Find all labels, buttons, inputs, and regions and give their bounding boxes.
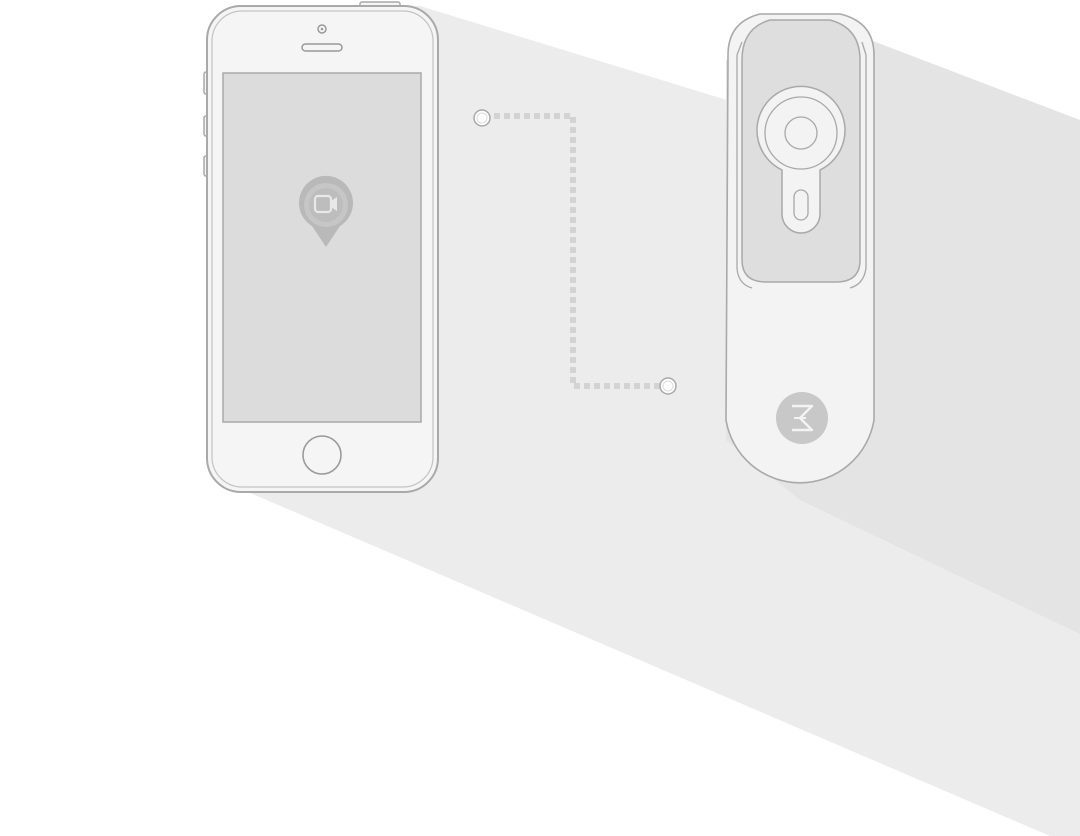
- smart-camera-device: [725, 13, 875, 484]
- phone-body-inner-rim: [211, 10, 434, 488]
- phone-front-camera-lens: [320, 27, 324, 31]
- device-right-clip: [849, 41, 867, 289]
- phone-home-button: [302, 435, 342, 475]
- phone-screen: [222, 72, 422, 423]
- device-left-clip: [736, 41, 753, 289]
- phone-earpiece: [301, 43, 343, 52]
- device-lens: [784, 116, 818, 150]
- connector-end-node: [659, 377, 677, 395]
- smartphone: [203, 1, 439, 493]
- connector-start-node: [473, 109, 491, 127]
- pairing-connector: [473, 109, 677, 395]
- device-sensor-slot: [793, 189, 809, 221]
- hourglass-logo-icon: [776, 392, 828, 444]
- connector-dotted-line: [494, 113, 660, 389]
- phone-front-camera: [317, 24, 327, 34]
- camera-location-pin-icon: [299, 175, 353, 247]
